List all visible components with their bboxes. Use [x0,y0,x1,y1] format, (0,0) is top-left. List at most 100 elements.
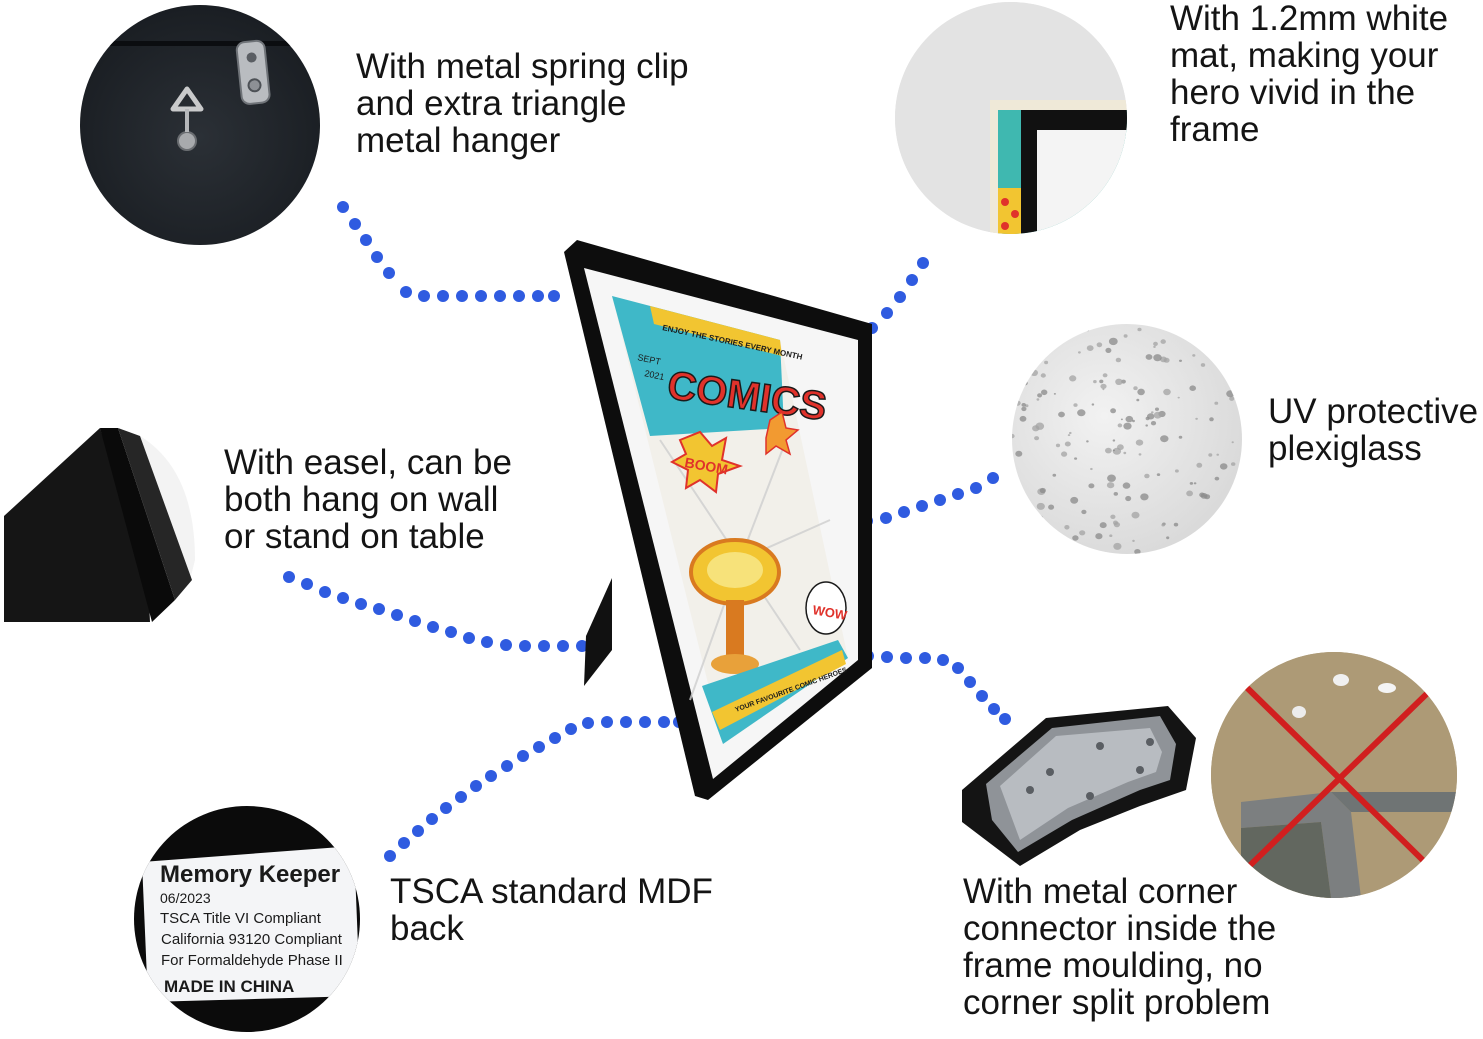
label-line1: TSCA Title VI Compliant [160,910,322,927]
water-drop [1214,476,1220,481]
water-drop [1105,347,1112,353]
water-drop [1113,492,1118,496]
water-drop [1107,474,1116,482]
water-drop [1079,530,1086,536]
water-drop [1137,327,1142,332]
water-drop [1117,423,1123,428]
water-drop [1108,337,1118,346]
water-drop [1229,396,1235,401]
water-drop [1214,401,1219,405]
callout-mdf-back: TSCA standard MDF back [390,872,713,948]
hanger-illustration [80,39,320,151]
water-drop [1073,403,1078,407]
water-drop [1015,450,1023,457]
easel-detail-image [4,428,195,622]
water-drop [1219,463,1228,470]
hanger-detail-image [80,5,320,245]
water-drop [1155,407,1159,411]
water-drop [1123,422,1132,430]
water-drop [1109,534,1113,537]
water-drop [1123,451,1127,455]
water-drop [1208,453,1213,457]
water-drop [1048,504,1055,510]
water-drop [1160,356,1167,363]
water-drop [1019,415,1027,422]
callout-spring-clip: With metal spring clip and extra triangl… [356,47,689,160]
water-drop [1140,493,1149,501]
water-drop [1036,398,1040,401]
water-drop [1193,482,1197,485]
poster-wow: WOW [811,602,848,623]
water-drop [1132,539,1135,542]
water-drop [1021,403,1026,407]
water-drop [1032,425,1040,432]
water-drop [1151,411,1154,414]
water-drop [1112,449,1115,452]
water-drop [1153,345,1156,348]
callout-easel: With easel, can be both hang on wall or … [224,443,512,556]
label-line3: For Formaldehyde Phase II [161,952,343,969]
water-drop [1145,424,1148,427]
cross-line-b [1236,675,1446,879]
water-drop [1041,389,1048,396]
water-drop [1102,373,1108,378]
water-drop [1078,351,1081,354]
water-drop [1064,525,1070,530]
water-drop [1178,435,1183,439]
water-drop [1099,379,1104,384]
water-drop [1088,483,1095,489]
water-drop [1144,473,1150,479]
poster-boom: BOOM [683,454,729,477]
water-drop [1200,493,1208,499]
water-drop [1090,467,1093,471]
water-drop [1061,451,1068,457]
water-drop [1122,482,1131,489]
callout-white-mat: With 1.2mm white mat, making your hero v… [1170,0,1449,149]
water-drop [1012,433,1015,439]
water-drop [1161,523,1165,527]
plexiglass-detail-image [1012,324,1242,554]
water-drop [1055,443,1061,448]
water-drop [1081,509,1087,515]
water-drop [1074,457,1078,460]
label-sticker: Memory Keeper 06/2023 TSCA Title VI Comp… [142,846,360,1002]
water-drop [1110,514,1116,519]
water-drop [1100,383,1107,389]
water-drop [1064,441,1071,447]
water-drop [1153,341,1158,346]
water-drop [1086,440,1089,443]
water-drop [1231,462,1236,466]
water-drop [1179,359,1182,362]
water-drop [1189,385,1196,391]
water-drop [1125,415,1134,423]
water-drop [1105,447,1112,454]
water-drop [1175,469,1179,473]
water-drop [1096,342,1103,348]
water-drop [1186,490,1193,497]
split-corner-illustration [1211,652,1457,898]
water-drop [1113,542,1122,550]
water-drop [1209,417,1214,422]
split-corner-image [1211,652,1457,898]
water-drop [1115,378,1123,385]
water-drop [1039,487,1046,494]
water-drop [1040,373,1046,378]
water-drop [1160,435,1169,443]
mat-illustration [895,2,1127,234]
water-drop [1086,345,1094,351]
water-drop [1112,439,1116,442]
water-drop [1037,393,1043,398]
water-drop [1226,390,1235,398]
water-drop [1110,408,1116,414]
water-drop [1069,375,1077,382]
water-drop [1120,418,1123,421]
callout-corner: With metal corner connector inside the f… [963,872,1277,1022]
water-drop [1231,441,1234,444]
water-drop [1160,339,1166,344]
water-drop [1052,473,1057,477]
mat-detail-image [895,2,1127,234]
water-drop [1117,444,1124,451]
water-drop [1021,406,1027,412]
